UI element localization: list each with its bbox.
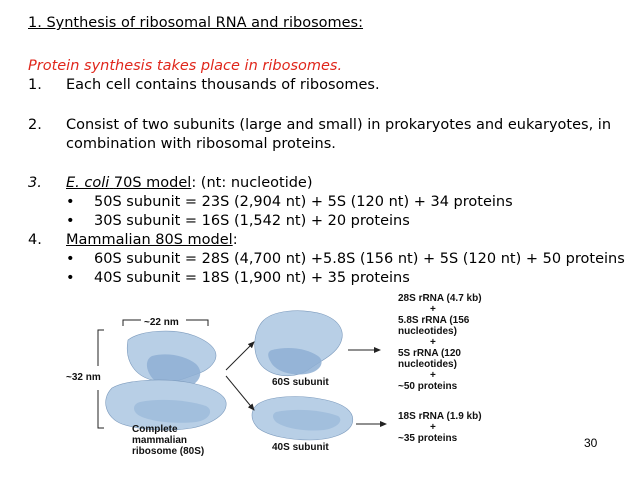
- label-complete-line1: Complete: [132, 424, 178, 435]
- item-1-number: 1.: [28, 77, 42, 93]
- intro-line: Protein synthesis takes place in ribosom…: [28, 58, 343, 74]
- item-1-text: Each cell contains thousands of ribosome…: [66, 77, 380, 93]
- label-28s-rrna: 28S rRNA (4.7 kb): [398, 293, 482, 304]
- mammal-bullet-1: 60S subunit = 28S (4,700 nt) +5.8S (156 …: [94, 251, 625, 267]
- 40s-subunit-shape: [251, 396, 354, 441]
- ecoli-link-model: 70S model: [109, 175, 191, 191]
- item-4-number: 4.: [28, 232, 42, 248]
- label-complete-line3: ribosome (80S): [132, 446, 204, 457]
- item-2-text-line2: combination with ribosomal proteins.: [66, 136, 336, 152]
- ecoli-rest: : (nt: nucleotide): [191, 175, 313, 191]
- mammal-bullet-2: 40S subunit = 18S (1,900 nt) + 35 protei…: [94, 270, 410, 286]
- label-complete-line2: mammalian: [132, 435, 187, 446]
- label-32nm: ~32 nm: [66, 372, 101, 383]
- arrow-to-60s: [225, 341, 255, 371]
- ecoli-model-label: 70S model: [113, 175, 192, 191]
- item-2-text-line1: Consist of two subunits (large and small…: [66, 117, 612, 133]
- dimension-bracket-32: [97, 329, 104, 429]
- ecoli-bullet-2: 30S subunit = 16S (1,542 nt) + 20 protei…: [94, 213, 410, 229]
- item-4-text: Mammalian 80S model:: [66, 232, 238, 249]
- mammal-link: Mammalian 80S model: [66, 232, 233, 248]
- plus-1: +: [430, 304, 436, 315]
- label-5s-line1: 5S rRNA (120: [398, 348, 461, 359]
- complete-ribosome-shape: [105, 330, 227, 431]
- label-5s-line2: nucleotides): [398, 359, 457, 370]
- label-60s: 60S subunit: [272, 377, 329, 388]
- label-35-proteins: ~35 proteins: [398, 433, 458, 444]
- plus-4: +: [430, 422, 436, 433]
- slide-heading: 1. Synthesis of ribosomal RNA and riboso…: [28, 15, 364, 31]
- ecoli-bullet-1: 50S subunit = 23S (2,904 nt) + 5S (120 n…: [94, 194, 513, 210]
- arrow-to-40s: [225, 375, 255, 411]
- item-3-text: E. coli 70S model: (nt: nucleotide): [66, 175, 313, 192]
- mammal-bullet-2-mark: •: [66, 270, 75, 286]
- label-22nm: ~22 nm: [144, 317, 179, 328]
- ecoli-bullet-2-mark: •: [66, 213, 75, 229]
- item-2-number: 2.: [28, 117, 42, 133]
- plus-3: +: [430, 370, 436, 381]
- label-58s-line2: nucleotides): [398, 326, 457, 337]
- mammal-rest: :: [232, 232, 238, 248]
- label-40s: 40S subunit: [272, 442, 329, 453]
- page-number: 30: [584, 436, 598, 450]
- label-50-proteins: ~50 proteins: [398, 381, 458, 392]
- mammal-bullet-1-mark: •: [66, 251, 75, 267]
- plus-2: +: [430, 337, 436, 348]
- ecoli-link-italic: E. coli: [66, 175, 110, 191]
- label-18s-rrna: 18S rRNA (1.9 kb): [398, 411, 482, 422]
- item-3-number: 3.: [28, 175, 42, 191]
- label-58s-line1: 5.8S rRNA (156: [398, 315, 470, 326]
- ecoli-bullet-1-mark: •: [66, 194, 75, 210]
- 60s-subunit-shape: [254, 310, 343, 377]
- dimension-bracket-22: [122, 319, 209, 326]
